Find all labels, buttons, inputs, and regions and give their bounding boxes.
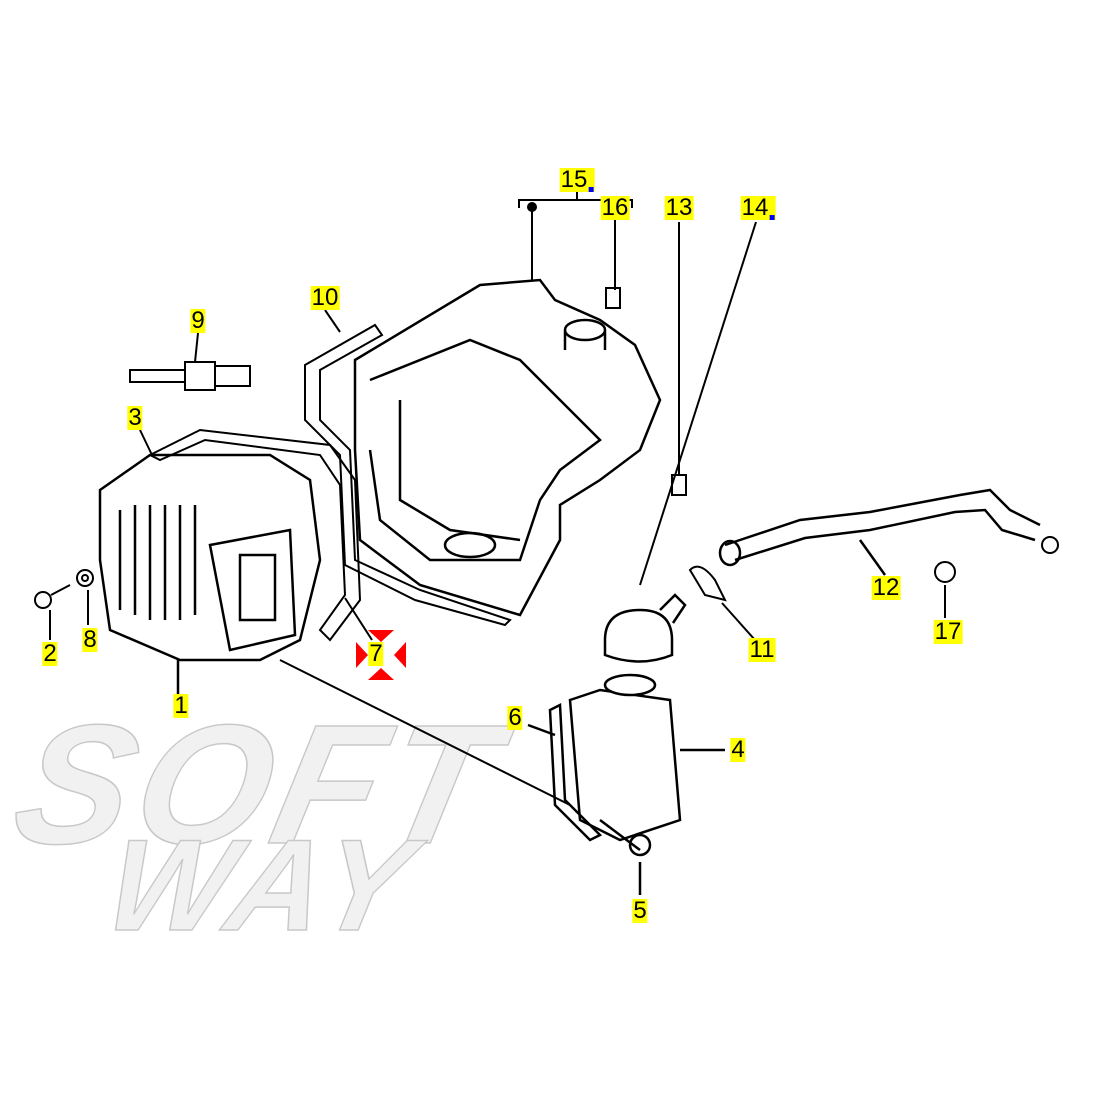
callout-8[interactable]: 8 (82, 626, 98, 653)
bolt-and-washer (34, 569, 94, 640)
callout-17[interactable]: 17 (933, 618, 963, 645)
callout-2[interactable]: 2 (42, 640, 58, 667)
clip-13 (671, 474, 687, 496)
callout-5[interactable]: 5 (632, 897, 648, 924)
gasket-10 (304, 323, 512, 627)
callout-11[interactable]: 11 (748, 636, 776, 663)
callout-4[interactable]: 4 (730, 736, 746, 763)
callout-16[interactable]: 16 (600, 194, 630, 221)
cylinder-head-cover (98, 453, 322, 695)
marker-dot-icon (769, 215, 775, 220)
callout-3[interactable]: 3 (127, 404, 143, 431)
callout-10[interactable]: 10 (310, 284, 340, 311)
breather-hose (718, 488, 1041, 576)
clip-16 (605, 287, 621, 309)
group-bracket-15 (518, 192, 757, 586)
callout-13[interactable]: 13 (664, 194, 694, 221)
gasket-3 (147, 428, 362, 642)
callout-label: 14 (741, 194, 769, 221)
hose-clamps (688, 536, 1059, 641)
callout-12[interactable]: 12 (871, 574, 901, 601)
callout-7[interactable]: 7 (368, 640, 384, 667)
callout-14[interactable]: 14 (740, 194, 776, 221)
breather-housing (527, 673, 725, 895)
cooling-shroud (353, 278, 662, 617)
callout-6[interactable]: 6 (507, 704, 523, 731)
spark-plug (129, 332, 251, 391)
callout-1[interactable]: 1 (173, 692, 189, 719)
callout-label: 15 (560, 166, 588, 193)
callout-9[interactable]: 9 (190, 307, 206, 334)
callout-15[interactable]: 15 (559, 166, 595, 193)
breather-cap (603, 593, 687, 663)
selection-marker-icon (356, 630, 406, 680)
marker-dot-icon (588, 187, 594, 192)
